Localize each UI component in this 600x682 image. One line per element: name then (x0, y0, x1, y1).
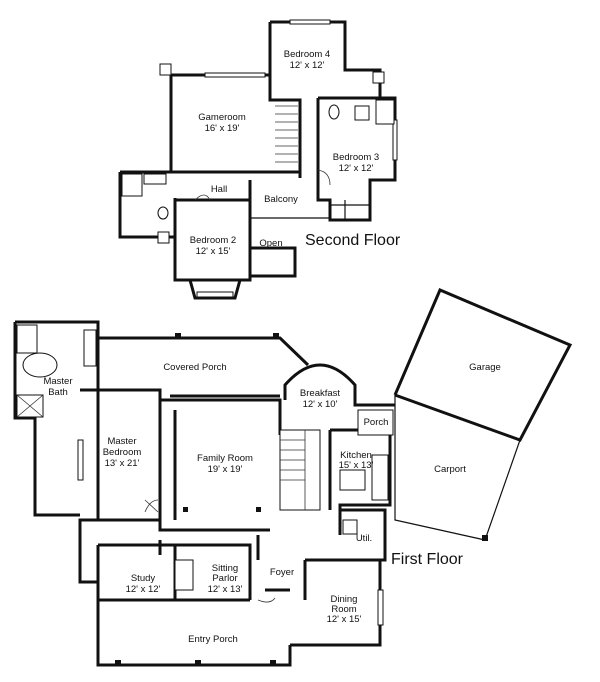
corner-post-right (372, 71, 385, 84)
dining-room-label-2: Room (331, 604, 356, 615)
carport-walls (394, 395, 521, 541)
sitting-parlor-label-2: Parlor (212, 573, 237, 584)
hall-label: Hall (211, 184, 227, 195)
gameroom-label: Gameroom (198, 112, 246, 123)
kitchen-label: Kitchen (340, 450, 372, 461)
garage-walls (393, 288, 573, 442)
second-floor-plan: Bedroom 4 12' x 12' Gameroom 16' x 19' B… (118, 19, 401, 300)
porch-label: Porch (364, 417, 389, 428)
balcony-label: Balcony (264, 194, 298, 205)
stair-lines (275, 105, 298, 163)
master-window (77, 439, 84, 481)
family-post-2 (256, 507, 261, 512)
master-bedroom-label: Master (107, 436, 136, 447)
corner-post-left (157, 231, 170, 244)
dining-room-size: 12' x 15' (327, 614, 362, 625)
carport-label: Carport (434, 464, 466, 475)
gameroom-window (204, 72, 266, 78)
toilet-left (157, 206, 169, 220)
sitting-parlor-size: 12' x 13' (208, 584, 243, 595)
master-bedroom-label-2: Bedroom (103, 447, 142, 458)
entry-post-1 (115, 660, 121, 666)
kitchen-counter (371, 454, 389, 501)
master-tub (22, 352, 58, 378)
breakfast-size: 12' x 10' (303, 399, 338, 410)
master-bath-label-2: Bath (48, 387, 68, 398)
toilet-upper (328, 104, 340, 120)
entry-porch-walls (96, 600, 292, 667)
first-floor-title: First Floor (391, 551, 464, 568)
bedroom3-size: 12' x 12' (339, 163, 374, 174)
breakfast-label: Breakfast (300, 388, 340, 399)
family-room-label: Family Room (197, 453, 253, 464)
bay-window (196, 291, 234, 298)
study-label: Study (131, 573, 156, 584)
kitchen-island (339, 469, 366, 491)
door-swing-hall (194, 194, 211, 201)
bedroom3-window (392, 119, 398, 161)
master-bath-counter (16, 324, 38, 354)
bedroom4-size: 12' x 12' (290, 60, 325, 71)
family-room-walls (158, 398, 282, 532)
hall-walls (118, 170, 297, 282)
bedroom2-label: Bedroom 2 (190, 235, 236, 246)
shower-x (16, 394, 44, 418)
porch-post-1 (175, 333, 181, 339)
door-swing-bedroom3 (317, 169, 331, 186)
dining-window (377, 589, 384, 626)
vanity-left (143, 173, 167, 185)
tub-left (121, 173, 143, 197)
corner-post (159, 63, 172, 76)
master-bedroom-size: 13' x 21' (105, 458, 140, 469)
covered-porch-label: Covered Porch (163, 362, 226, 373)
family-post-1 (183, 507, 188, 512)
kitchen-size: 15' x 13' (339, 460, 374, 471)
bedroom2-bay (188, 279, 242, 300)
closet-walls (330, 200, 370, 220)
sitting-parlor-label: Sitting (212, 563, 238, 574)
util-machine (342, 519, 358, 535)
family-room-size: 19' x 19' (208, 464, 243, 475)
entry-post-2 (195, 660, 201, 666)
gameroom-size: 16' x 19' (205, 123, 240, 134)
open-label: Open (259, 238, 282, 249)
carport-post-1 (482, 535, 488, 541)
porch-post-2 (273, 333, 279, 339)
gameroom-walls (169, 20, 382, 178)
garage-label: Garage (469, 362, 501, 373)
master-bath-label: Master (43, 376, 72, 387)
util-label: Util. (356, 533, 372, 544)
bedroom2-size: 12' x 15' (196, 246, 231, 257)
porch-box (357, 409, 394, 436)
vanity-upper (354, 105, 370, 121)
second-floor-title: Second Floor (305, 232, 401, 249)
foyer-label: Foyer (270, 567, 294, 578)
master-vanity (83, 329, 97, 367)
first-stair-lines (280, 430, 306, 510)
bedroom3-label: Bedroom 3 (333, 152, 379, 163)
dining-room-label: Dining (331, 594, 358, 605)
bedroom4-window (289, 19, 331, 25)
breakfast-walls (283, 363, 395, 407)
entry-porch-label: Entry Porch (188, 634, 238, 645)
study-size: 12' x 12' (126, 584, 161, 595)
bedroom4-label: Bedroom 4 (284, 49, 330, 60)
first-floor-plan: Covered Porch Master Bath Breakfast 12' … (13, 288, 573, 667)
entry-post-3 (270, 660, 276, 666)
tub-upper-right (375, 99, 395, 125)
master-door (144, 499, 159, 513)
parlor-fireplace (174, 559, 194, 591)
parlor-door (257, 597, 276, 603)
